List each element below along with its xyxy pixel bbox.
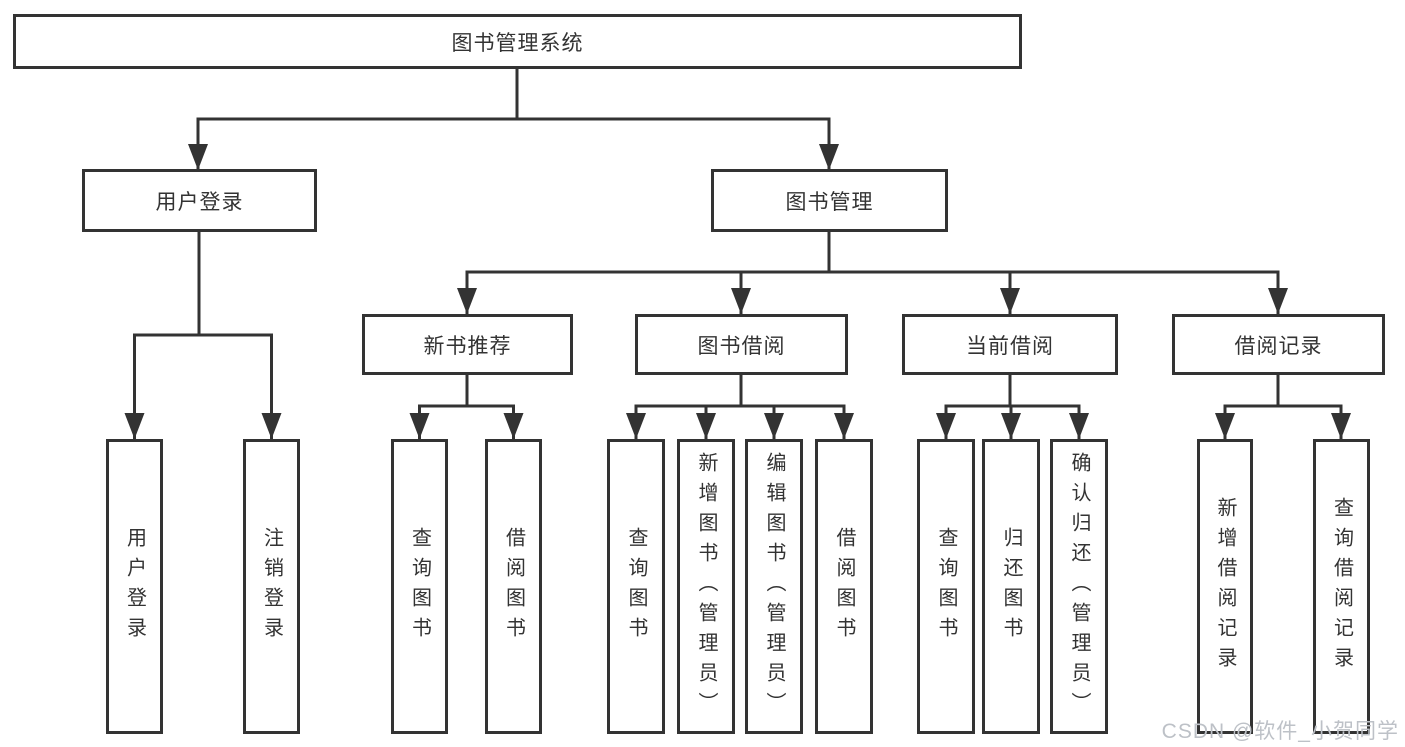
node-label: 用户登录 (155, 190, 244, 214)
leaf-label: 查询图书 (408, 526, 431, 647)
node-new-book-recommend: 新书推荐 (362, 314, 573, 375)
csdn-watermark: CSDN @软件_小贺同学 (1161, 720, 1399, 743)
leaf-add-books-admin: 新增图书（管理员） (677, 439, 735, 734)
leaf-label: 新增借阅记录 (1214, 496, 1236, 677)
leaf-user-login: 用户登录 (106, 439, 163, 734)
leaf-label: 借阅图书 (833, 526, 855, 647)
leaf-query-borrow-record: 查询借阅记录 (1313, 439, 1370, 734)
node-user-login: 用户登录 (82, 169, 317, 232)
node-label: 新书推荐 (423, 334, 512, 358)
node-label: 图书管理系统 (451, 31, 584, 55)
leaf-borrow-books-recommend: 借阅图书 (485, 439, 542, 734)
node-label: 图书管理 (785, 190, 874, 214)
leaf-query-books-current: 查询图书 (917, 439, 975, 734)
arrowhead-icons (124, 144, 1351, 439)
leaf-return-books: 归还图书 (982, 439, 1040, 734)
leaf-label: 归还图书 (1000, 526, 1022, 647)
node-book-borrow: 图书借阅 (635, 314, 848, 375)
leaf-label: 用户登录 (123, 526, 146, 647)
leaf-label: 查询图书 (935, 526, 957, 647)
leaf-label: 新增图书（管理员） (695, 451, 717, 722)
node-label: 图书借阅 (697, 334, 786, 358)
leaf-label: 注销登录 (260, 526, 283, 647)
leaf-label: 查询图书 (625, 526, 647, 647)
node-book-management: 图书管理 (711, 169, 948, 232)
node-label: 当前借阅 (966, 334, 1054, 358)
node-label: 借阅记录 (1234, 334, 1323, 358)
leaf-label: 确认归还（管理员） (1068, 451, 1090, 722)
node-library-management-system: 图书管理系统 (13, 14, 1022, 69)
node-borrow-records: 借阅记录 (1172, 314, 1385, 375)
leaf-label: 查询借阅记录 (1330, 496, 1353, 677)
leaf-edit-books-admin: 编辑图书（管理员） (745, 439, 803, 734)
leaf-query-books-recommend: 查询图书 (391, 439, 448, 734)
leaf-query-books-borrow: 查询图书 (607, 439, 665, 734)
leaf-confirm-return-admin: 确认归还（管理员） (1050, 439, 1108, 734)
node-current-borrow: 当前借阅 (902, 314, 1118, 375)
leaf-borrow-books: 借阅图书 (815, 439, 873, 734)
leaf-label: 编辑图书（管理员） (763, 451, 785, 722)
leaf-add-borrow-record: 新增借阅记录 (1197, 439, 1253, 734)
leaf-logout: 注销登录 (243, 439, 300, 734)
leaf-label: 借阅图书 (502, 526, 525, 647)
